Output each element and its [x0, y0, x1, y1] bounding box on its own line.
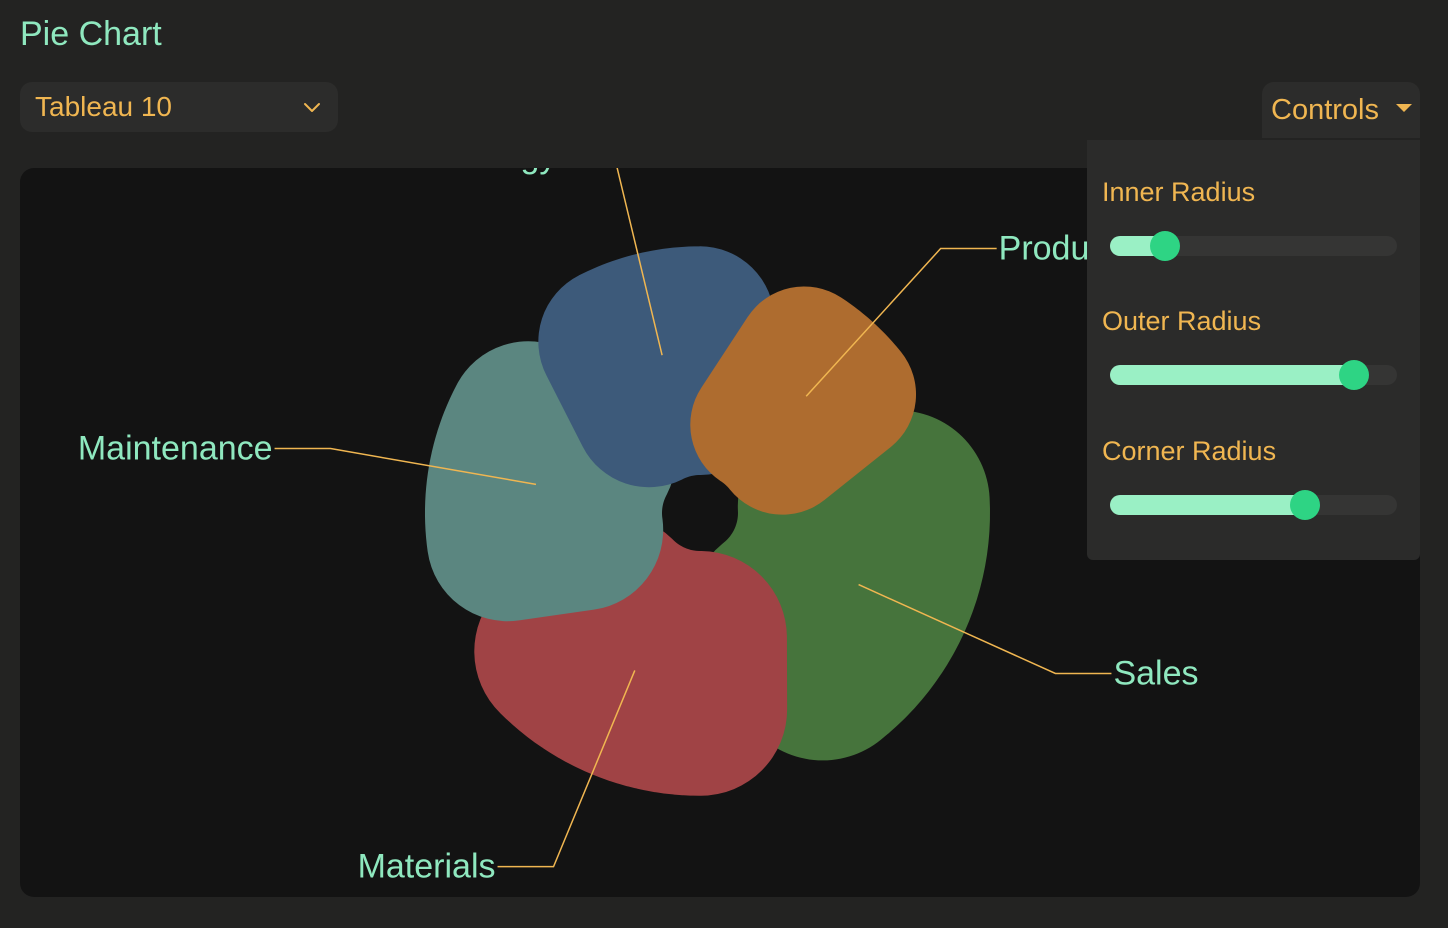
pie-slice-shape[interactable] — [688, 410, 990, 761]
slider-track — [1110, 236, 1397, 256]
slice-label-technology: Technology — [384, 168, 556, 175]
slider-thumb[interactable] — [1290, 490, 1321, 520]
inner-radius-slider[interactable] — [1110, 231, 1397, 261]
inner-radius-label: Inner Radius — [1102, 177, 1256, 207]
outer-radius-label: Outer Radius — [1102, 306, 1262, 336]
controls-panel: Inner Radius Outer Radius Corner Radius — [1087, 140, 1420, 560]
pie-slice-shape[interactable] — [474, 514, 788, 796]
color-palette-select[interactable]: Tableau 10 — [20, 82, 338, 132]
page-title: Pie Chart — [20, 15, 162, 53]
inner-radius-control: Inner Radius — [1102, 176, 1398, 261]
pie-slice-product[interactable] — [690, 286, 917, 515]
pie-slice-materials[interactable] — [474, 514, 788, 796]
pie-chart: SalesMaterialsMaintenanceTechnologyProdu… — [78, 168, 1199, 886]
outer-radius-control: Outer Radius — [1102, 305, 1398, 390]
pie-slice-sales[interactable] — [688, 410, 990, 761]
palette-select-value: Tableau 10 — [35, 91, 173, 122]
chevron-down-icon — [304, 103, 320, 112]
slider-fill — [1110, 495, 1306, 515]
label-leader-line — [858, 583, 1112, 675]
slider-thumb[interactable] — [1149, 231, 1180, 261]
label-leader-line — [616, 168, 663, 356]
outer-radius-slider[interactable] — [1110, 360, 1397, 390]
controls-button-label: Controls — [1271, 93, 1379, 126]
slice-label-materials: Materials — [358, 848, 496, 886]
caret-down-icon — [1396, 104, 1412, 112]
slice-label-maintenance: Maintenance — [78, 430, 273, 468]
label-leader-line — [497, 670, 636, 868]
label-leader-line — [805, 247, 997, 397]
corner-radius-control: Corner Radius — [1102, 435, 1398, 520]
slider-fill — [1110, 365, 1354, 385]
corner-radius-label: Corner Radius — [1102, 436, 1277, 466]
pie-slice-shape[interactable] — [690, 286, 917, 515]
pie-slice-technology[interactable] — [538, 246, 775, 488]
slider-thumb[interactable] — [1338, 360, 1369, 390]
corner-radius-slider[interactable] — [1110, 490, 1397, 520]
pie-slice-shape[interactable] — [538, 246, 775, 488]
label-leader-line — [274, 447, 537, 486]
slice-label-sales: Sales — [1113, 654, 1198, 692]
controls-toggle-button[interactable]: Controls — [1262, 82, 1420, 138]
